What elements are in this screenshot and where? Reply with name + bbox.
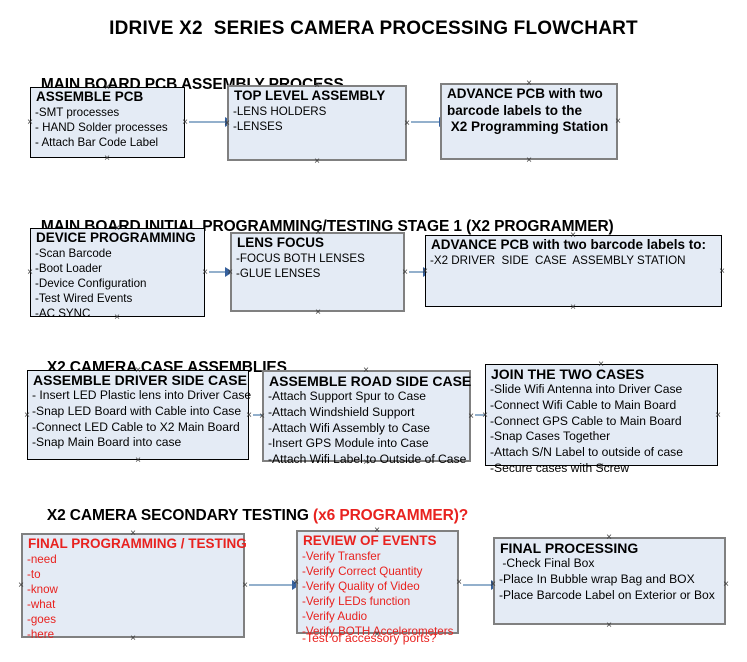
node-line: -Connect GPS Cable to Main Board [490, 413, 682, 428]
node-line: -Place In Bubble wrap Bag and BOX [499, 571, 695, 586]
node-line: -Verify BOTH Accelerometers [302, 624, 454, 638]
node-line: -Boot Loader [35, 261, 103, 275]
node-top-level-assembly[interactable]: TOP LEVEL ASSEMBLY -LENS HOLDERS -LENSES [227, 85, 407, 161]
node-line: -here [27, 627, 55, 641]
node-assemble-road-side-case[interactable]: ASSEMBLE ROAD SIDE CASE -Attach Support … [262, 370, 472, 466]
node-device-programming[interactable]: DEVICE PROGRAMMING -Scan Barcode -Boot L… [30, 228, 205, 320]
node-join-the-two-cases[interactable]: JOIN THE TWO CASES -Slide Wifi Antenna i… [485, 364, 718, 475]
node-line: -GLUE LENSES [236, 266, 321, 280]
node-line: -Slide Wifi Antenna into Driver Case [490, 382, 683, 397]
section-heading-text: X2 CAMERA SECONDARY TESTING [46, 507, 314, 524]
section-heading-accent: (x6 PROGRAMMER)? [313, 507, 469, 524]
section-heading-x2-camera-secondary-testing: X2 CAMERA SECONDARY TESTING (x6 PROGRAMM… [30, 489, 468, 543]
connector-arrow-top-level-assembly-to-advance-pcb [411, 117, 447, 127]
node-advance-pcb-x2-programming-station[interactable]: ADVANCE PCB with two barcode labels to t… [440, 83, 618, 160]
node-line: -LENS HOLDERS [233, 104, 327, 118]
connector-arrow-final-programming-to-review-of-events [249, 580, 300, 590]
node-lens-focus[interactable]: LENS FOCUS -FOCUS BOTH LENSES -GLUE LENS… [230, 232, 405, 312]
node-title: FINAL PROCESSING [500, 540, 639, 556]
node-line: - HAND Solder processes [35, 120, 168, 134]
node-advance-pcb-driver-side-case[interactable]: ADVANCE PCB with two barcode labels to: … [425, 235, 722, 307]
connector-arrow-lens-focus-to-advance-pcb [409, 267, 431, 277]
node-line: -Check Final Box [499, 556, 595, 571]
node-line: -to [27, 567, 41, 581]
node-line: -Verify LEDs function [302, 594, 411, 608]
node-line: -goes [27, 612, 57, 626]
node-line: -X2 DRIVER SIDE CASE ASSEMBLY STATION [430, 253, 686, 267]
node-line: -AC SYNC [35, 306, 91, 320]
node-line-overflow: -Test of accessory ports? [302, 631, 437, 646]
node-line: -LENSES [233, 119, 283, 133]
node-line: -Snap Cases Together [490, 429, 611, 444]
node-title-line-3: X2 Programming Station [447, 119, 609, 135]
node-title: ADVANCE PCB with two barcode labels to: [431, 237, 707, 252]
node-line: -Test Wired Events [35, 291, 133, 305]
node-title: LENS FOCUS [237, 235, 325, 250]
node-line: -Attach S/N Label to outside of case [490, 444, 683, 459]
connector-arrow-device-programming-to-lens-focus [209, 267, 233, 277]
node-line: -Snap LED Board with Cable into Case [32, 403, 242, 418]
node-title: ASSEMBLE ROAD SIDE CASE [269, 373, 472, 389]
node-review-of-events[interactable]: REVIEW OF EVENTS -Verify Transfer -Verif… [296, 530, 459, 645]
node-line: -SMT processes [35, 105, 120, 119]
node-line: - Insert LED Plastic lens into Driver Ca… [32, 388, 252, 403]
node-line: -Snap Main Board into case [32, 435, 182, 450]
node-title: ASSEMBLE DRIVER SIDE CASE [33, 372, 247, 388]
node-line: -Verify Audio [302, 609, 368, 623]
node-title: ASSEMBLE PCB [36, 89, 144, 104]
node-line: - Attach Bar Code Label [35, 135, 159, 149]
node-line: -what [27, 597, 56, 611]
node-line: -Attach Support Spur to Case [268, 389, 426, 404]
node-line: -Attach Wifi Label to Outside of Case [268, 451, 467, 466]
node-line: -Verify Transfer [302, 549, 381, 563]
node-line: -Secure cases with Screw [490, 460, 630, 475]
node-line: -Scan Barcode [35, 246, 112, 260]
node-title-line-2: barcode labels to the [447, 102, 583, 118]
node-line: -need [27, 552, 57, 566]
node-line: -Attach Wifi Assembly to Case [268, 420, 430, 435]
node-line: -FOCUS BOTH LENSES [236, 251, 365, 265]
node-title: DEVICE PROGRAMMING [36, 230, 196, 245]
node-line: -Verify Quality of Video [302, 579, 420, 593]
node-line: -know [27, 582, 58, 596]
node-line: -Connect LED Cable to X2 Main Board [32, 419, 240, 434]
node-title: ADVANCE PCB with two [447, 86, 603, 101]
node-line: -Verify Correct Quantity [302, 564, 423, 578]
node-title: REVIEW OF EVENTS [303, 533, 437, 548]
node-assemble-pcb[interactable]: ASSEMBLE PCB -SMT processes - HAND Solde… [30, 87, 185, 158]
document-title: IDRIVE X2 SERIES CAMERA PROCESSING FLOWC… [109, 18, 638, 39]
node-title: FINAL PROGRAMMING / TESTING [28, 536, 247, 551]
node-line: -Device Configuration [35, 276, 147, 290]
node-line: -Place Barcode Label on Exterior or Box [499, 587, 715, 602]
node-line: -Connect Wifi Cable to Main Board [490, 397, 677, 412]
node-line: -Insert GPS Module into Case [268, 436, 429, 451]
node-title: TOP LEVEL ASSEMBLY [234, 88, 386, 103]
node-final-processing[interactable]: FINAL PROCESSING -Check Final Box -Place… [493, 537, 726, 625]
node-title: JOIN THE TWO CASES [491, 366, 645, 382]
node-line: -Attach Windshield Support [268, 404, 415, 419]
connector-arrow-assemble-pcb-to-top-level-assembly [189, 117, 233, 127]
node-assemble-driver-side-case[interactable]: ASSEMBLE DRIVER SIDE CASE - Insert LED P… [27, 370, 252, 460]
node-final-programming-testing[interactable]: FINAL PROGRAMMING / TESTING -need -to -k… [21, 533, 247, 641]
connector-arrow-review-of-events-to-final-processing [463, 580, 499, 590]
